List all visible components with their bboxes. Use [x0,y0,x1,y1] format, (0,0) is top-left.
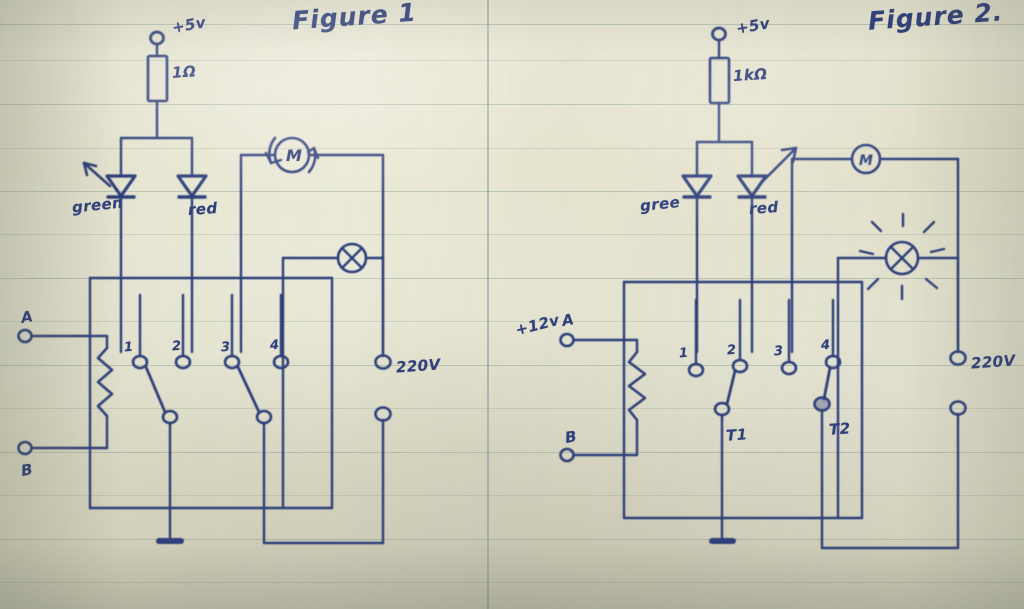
fig2-resistor-label: 1kΩ [732,64,768,86]
fig1-resistor-label: 1Ω [171,62,197,82]
fig2-lamp [836,212,960,417]
figure-2-circuit: M [559,26,967,550]
fig2-contacts [687,298,842,417]
figure-1-circuit [17,30,392,545]
fig1-motor [239,136,385,354]
fig2-contact-4-label: 4 [820,337,831,354]
fig1-led-red [176,174,208,354]
fig1-relay-coil [17,328,114,456]
fig2-red-led-arrow [758,146,798,186]
fig1-contacts [131,293,290,425]
fig1-motor-label: M [286,146,303,165]
fig2-supply-node [711,26,727,60]
fig1-contact-2-label: 2 [171,338,182,355]
fig1-led-rail [119,136,194,178]
margin-rule-line [487,0,489,609]
fig1-contact-4-label: 4 [269,337,280,354]
fig2-pole-t1-label: T1 [725,425,749,445]
fig1-contact-1-label: 1 [123,339,134,356]
fig2-contact-1-label: 1 [678,345,689,362]
fig2-motor: M [790,143,960,354]
fig2-pole-t2-label: T2 [828,419,852,439]
fig1-contact-3-label: 3 [220,339,231,356]
fig2-resistor [708,56,731,144]
fig2-relay-coil [559,332,647,463]
fig1-green-led-arrow [82,161,112,188]
fig2-pole-wires [720,409,960,550]
svg-text:M: M [859,153,873,169]
fig1-led-green [105,174,137,354]
fig2-contact-3-label: 3 [773,343,784,360]
fig1-red-led-label: red [187,198,219,220]
fig1-mains [374,256,392,545]
fig1-resistor [146,54,169,140]
fig1-pole-wires [168,421,385,545]
fig2-led-rail [695,140,754,178]
fig1-lower-bus [88,276,334,510]
fig2-contact-2-label: 2 [726,342,737,359]
fig2-mains [949,256,967,550]
fig2-led-red [736,174,768,354]
fig2-red-led-label: red [748,197,780,219]
fig2-mains-label: 220V [970,351,1017,373]
fig1-lamp [281,242,385,417]
fig1-supply-node [149,30,165,58]
fig1-mains-label: 220V [395,355,442,377]
fig2-lamp-rays [858,212,946,301]
